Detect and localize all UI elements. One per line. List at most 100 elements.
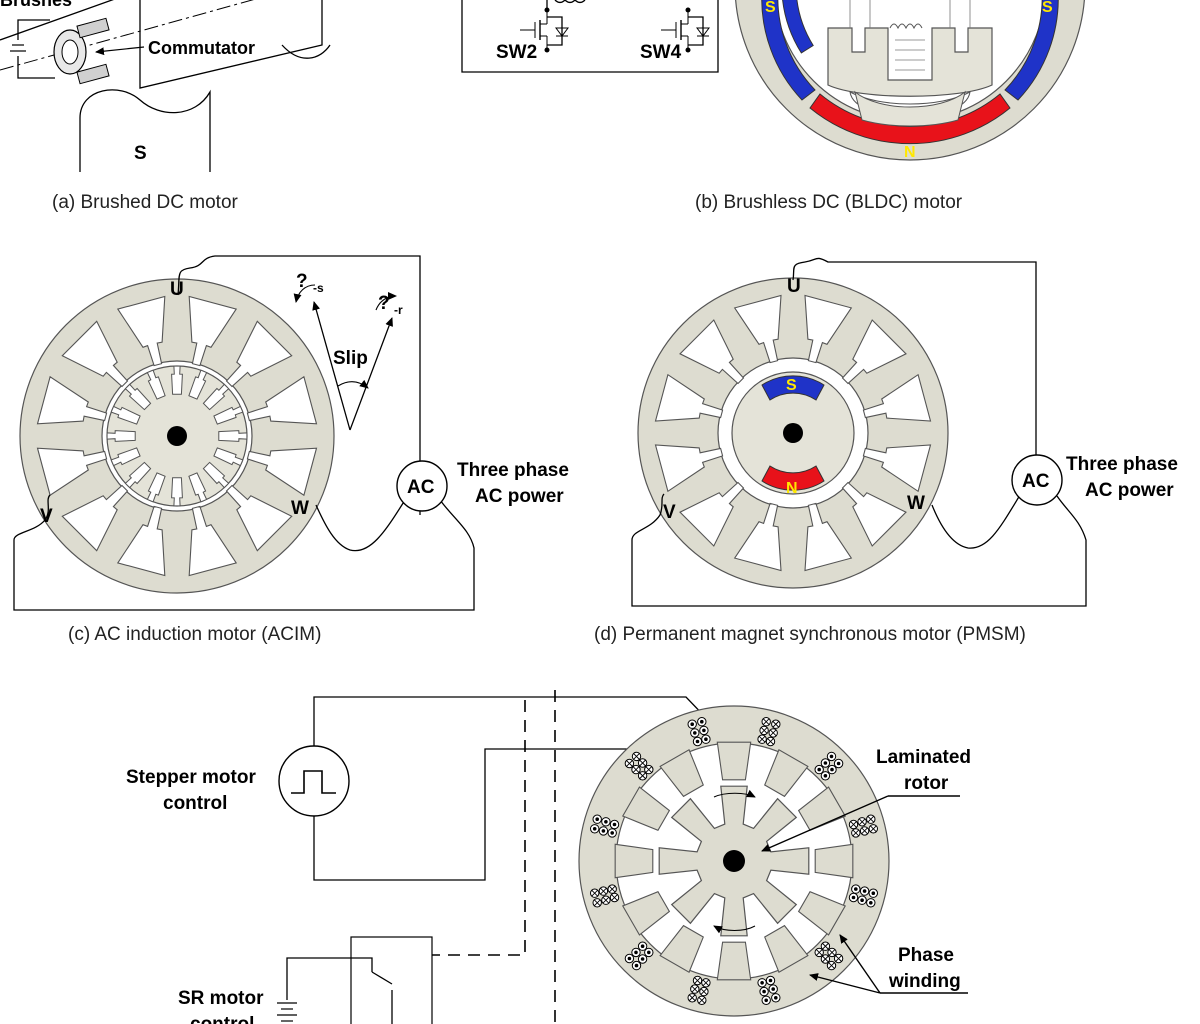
- coil-cross: [602, 896, 610, 904]
- ac-d-label: AC: [1022, 471, 1050, 492]
- coil-dot: [854, 887, 858, 891]
- panel-a-brushed-dc: Brushes Commutator S (a) Brushed DC moto…: [0, 0, 331, 213]
- coil-cross: [694, 977, 701, 984]
- coil-cross: [828, 949, 836, 956]
- coil-cross: [591, 889, 598, 897]
- coil-dot: [610, 831, 614, 835]
- coil-dot: [704, 737, 708, 741]
- ac-source-d-icon[interactable]: AC: [1011, 454, 1063, 506]
- sr-stator-tooth: [814, 843, 854, 879]
- sr-line1: SR motor: [178, 988, 264, 1009]
- coil-cross: [758, 735, 766, 743]
- coil-dot: [601, 829, 606, 833]
- acim-stator-icon: [19, 278, 335, 594]
- phase-line2: winding: [888, 971, 961, 992]
- stator-slot: [36, 447, 108, 497]
- coil-cross: [852, 829, 860, 837]
- caption-c: (c) AC induction motor (ACIM): [68, 624, 321, 645]
- coil-dot: [771, 987, 775, 991]
- coil-dot: [836, 761, 841, 766]
- pmsm-magnet-s: S: [786, 377, 797, 394]
- shaft: [167, 426, 187, 446]
- coil-cross: [767, 738, 774, 745]
- caption-a: (a) Brushed DC motor: [52, 192, 239, 213]
- phase-u-d: U: [787, 276, 801, 297]
- sr-stator-tooth: [659, 748, 704, 798]
- coil-dot: [764, 998, 768, 1003]
- coil-cross: [858, 818, 866, 826]
- laminated-line2: rotor: [904, 773, 949, 794]
- panel-c-acim: AC Three phase AC power ? -s ? -r Slip U…: [13, 255, 569, 645]
- omega-s-sub: -s: [313, 281, 324, 295]
- stepper-control-icon[interactable]: [278, 745, 350, 817]
- sr-stator-tooth: [716, 941, 752, 981]
- phase-line1: Phase: [898, 945, 954, 966]
- coil-dot: [760, 981, 764, 985]
- coil-dot: [640, 957, 645, 961]
- stator-slot: [188, 505, 238, 577]
- coil-cross: [688, 994, 696, 1002]
- stator-slot: [188, 295, 238, 367]
- sr-stator-tooth: [621, 891, 671, 936]
- rotor-bar-slot: [188, 369, 208, 400]
- coil-cross: [593, 899, 601, 907]
- omega-s-symbol: ?: [296, 271, 308, 292]
- stator-slot: [654, 444, 724, 493]
- stator-slot: [36, 375, 108, 425]
- stator-slot: [246, 447, 318, 497]
- sr-stator-tooth: [659, 924, 704, 974]
- coil-cross: [835, 955, 842, 962]
- coil-cross: [611, 894, 618, 901]
- ac-c-label: AC: [407, 477, 435, 498]
- sr-stator-tooth: [621, 786, 671, 831]
- stator-slot: [733, 502, 782, 572]
- ac-source-c-icon[interactable]: AC: [396, 460, 448, 512]
- coil-cross: [760, 727, 768, 734]
- coil-cross: [700, 988, 708, 995]
- coil-dot: [693, 731, 697, 735]
- stator-slot: [841, 319, 907, 385]
- sr-control-switch-icon[interactable]: [277, 936, 433, 1024]
- coil-dot: [634, 963, 639, 968]
- coil-cross: [822, 955, 829, 963]
- coil-dot: [627, 956, 632, 961]
- coil-dot: [695, 739, 700, 744]
- coil-dot: [762, 989, 766, 994]
- stator-slot: [679, 481, 745, 547]
- magnet-s-right-label: S: [1042, 0, 1053, 16]
- rotor-bar-slot: [213, 447, 244, 467]
- coil-cross: [645, 766, 653, 773]
- caption-d: (d) Permanent magnet synchronous motor (…: [594, 624, 1026, 645]
- laminated-line1: Laminated: [876, 747, 971, 768]
- coil-dot: [830, 767, 834, 772]
- coil-dot: [869, 901, 873, 905]
- stator-slot: [246, 375, 318, 425]
- stepper-line2: control: [163, 793, 227, 814]
- stator-slot: [733, 294, 782, 364]
- stator-slot: [804, 502, 853, 572]
- panel-b-bldc: SW2 SW4 S S N (b) Brushless DC (BLDC) mo…: [461, 0, 1085, 213]
- sr-stator-tooth: [764, 748, 809, 798]
- sr-line2: control: [190, 1014, 254, 1024]
- sr-stator-tooth: [614, 843, 654, 879]
- phase-w-d: W: [907, 493, 925, 514]
- coil-dot: [640, 944, 645, 948]
- coil-dot: [634, 950, 638, 955]
- brushes-label: Brushes: [0, 0, 72, 10]
- stator-slot: [679, 319, 745, 385]
- rotor-bar-slot: [110, 405, 141, 425]
- omega-r-sub: -r: [394, 303, 403, 317]
- magnet-s-left-label: S: [765, 0, 776, 16]
- laminated-rotor-icon: [658, 785, 810, 937]
- stator-slot: [862, 444, 932, 493]
- coil-dot: [823, 774, 828, 778]
- coil-dot: [829, 754, 834, 759]
- phase-w-c: W: [291, 498, 309, 519]
- caption-b: (b) Brushless DC (BLDC) motor: [695, 192, 963, 213]
- coil-cross: [828, 962, 835, 969]
- stator-slot: [804, 294, 853, 364]
- coil-dot: [604, 820, 608, 824]
- omega-r-symbol: ?: [378, 293, 390, 314]
- coil-dot: [860, 898, 864, 902]
- phase-winding-coils: [590, 717, 878, 1005]
